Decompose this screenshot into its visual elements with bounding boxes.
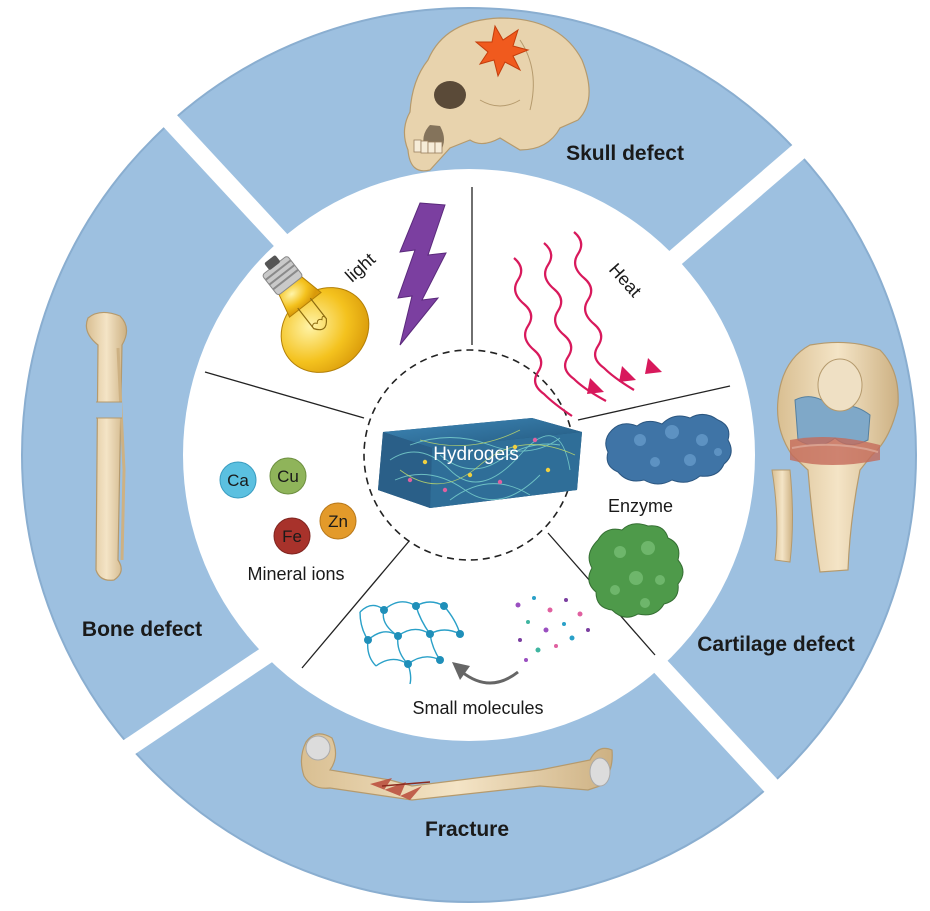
network-icon: [359, 601, 464, 685]
lightning-icon: [397, 202, 447, 346]
light-bulb-icon: [262, 255, 370, 373]
long-bone-icon: [85, 311, 128, 581]
enzyme-blue-icon: [605, 414, 732, 485]
enzyme-green-icon: [588, 523, 684, 618]
outer-divider-top-right: [662, 133, 818, 271]
mineral-ions-label: Mineral ions: [247, 564, 344, 584]
heat-arrowheads: [587, 358, 662, 394]
ion-cu: Cu: [269, 457, 307, 495]
ion-fe: Fe: [273, 517, 311, 555]
outer-divider-bottom-right: [643, 648, 782, 797]
skull-defect-label: Skull defect: [566, 142, 684, 165]
curved-arrow-icon: [452, 662, 519, 685]
hydrogels-label: Hydrogels: [433, 444, 519, 465]
ion-zn: Zn: [319, 502, 357, 540]
svg-text:Fe: Fe: [282, 527, 302, 546]
svg-text:Cu: Cu: [277, 467, 299, 486]
knee-icon: [771, 341, 899, 573]
svg-text:Zn: Zn: [328, 512, 348, 531]
cartilage-defect-label: Cartilage defect: [697, 633, 855, 656]
outer-divider-bottom-left: [119, 640, 283, 758]
outer-divider-top-left: [153, 103, 294, 254]
heat-arrows-icon: [513, 231, 635, 417]
fractured-femur-icon: [300, 733, 613, 801]
hydrogel-block-icon: [378, 418, 582, 508]
bone-defect-label: Bone defect: [82, 618, 202, 641]
small-molecules-label: Small molecules: [412, 698, 543, 718]
molecules-dots-icon: [515, 596, 590, 662]
enzyme-label: Enzyme: [608, 496, 673, 516]
ion-ca: Ca: [219, 461, 257, 499]
skull-icon: [403, 17, 590, 172]
fracture-label: Fracture: [425, 818, 509, 841]
svg-text:Ca: Ca: [227, 471, 249, 490]
